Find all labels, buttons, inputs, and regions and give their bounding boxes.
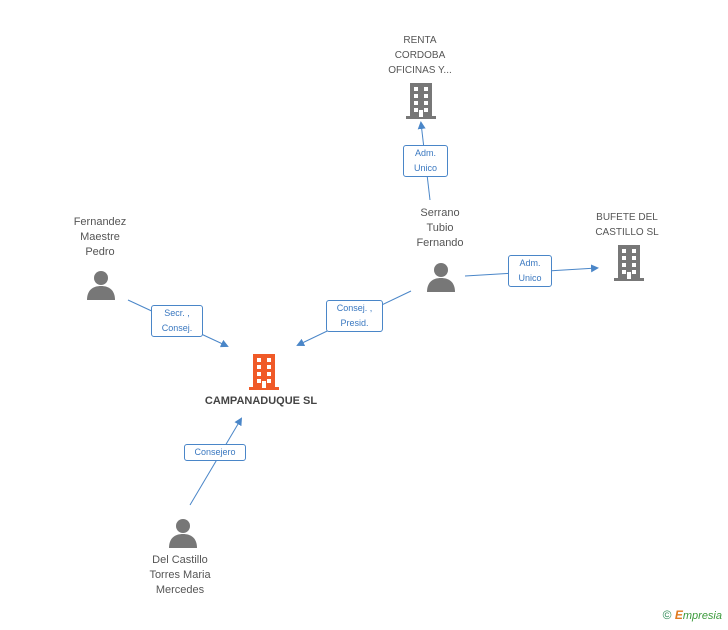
label-line: OFICINAS Y... [388,65,452,76]
person-icon[interactable] [426,262,456,292]
edge-delcastillo-campanaduque [189,417,243,506]
label-line: RENTA [403,35,437,46]
edge-label-line: Consej. , [336,303,373,313]
edge-label-fernandez-campanaduque[interactable]: Secr. , Consej. [151,305,203,337]
label-line: Fernando [416,237,464,249]
edge-label-line: Presid. [340,318,369,328]
node-label-bufete[interactable]: BUFETE DEL CASTILLO SL [595,210,658,240]
label-line: Del Castillo [152,554,208,566]
label-line: CASTILLO SL [595,227,659,238]
label-line: Serrano [420,207,460,219]
edge-label-serrano-renta[interactable]: Adm. Unico [403,145,448,177]
node-label-renta[interactable]: RENTA CORDOBA OFICINAS Y... [388,33,452,78]
edge-label-line: Adm. [519,258,541,268]
building-icon[interactable] [248,354,280,390]
node-label-campanaduque[interactable]: CAMPANADUQUE SL [204,395,318,407]
edge-label-line: Unico [413,163,437,173]
edge-label-line: Consej. [161,323,193,333]
empresia-logo-text: mpresia [682,610,722,622]
empresia-credit[interactable]: © Empresia [663,608,722,622]
edge-label-line: Secr. , [164,308,190,318]
node-label-serrano[interactable]: Serrano Tubio Fernando [416,206,463,251]
edge-label-serrano-bufete[interactable]: Adm. Unico [508,255,552,287]
node-label-delcastillo[interactable]: Del Castillo Torres Maria Mercedes [149,553,210,598]
person-icon[interactable] [86,270,116,300]
label-line: Tubio [426,222,454,234]
person-icon[interactable] [168,518,198,548]
label-line: Mercedes [155,584,205,596]
copyright-icon: © [662,608,672,622]
edge-label-line: Adm. [414,148,436,158]
label-line: CORDOBA [394,50,446,61]
edge-label-line: Unico [518,273,542,283]
empresia-logo-initial: E [674,608,683,622]
edge-label-line: Consejero [194,447,236,457]
label-line: Torres Maria [149,569,211,581]
edge-label-delcastillo-campanaduque[interactable]: Consejero [184,444,246,461]
label-line: BUFETE DEL [596,212,658,223]
label-line: Fernandez [73,216,127,228]
label-line: Maestre [80,231,120,243]
building-icon[interactable] [613,245,645,281]
building-icon[interactable] [405,83,437,119]
edge-label-serrano-campanaduque[interactable]: Consej. , Presid. [326,300,383,332]
label-line: Pedro [85,246,115,258]
node-label-fernandez[interactable]: Fernandez Maestre Pedro [74,215,127,260]
